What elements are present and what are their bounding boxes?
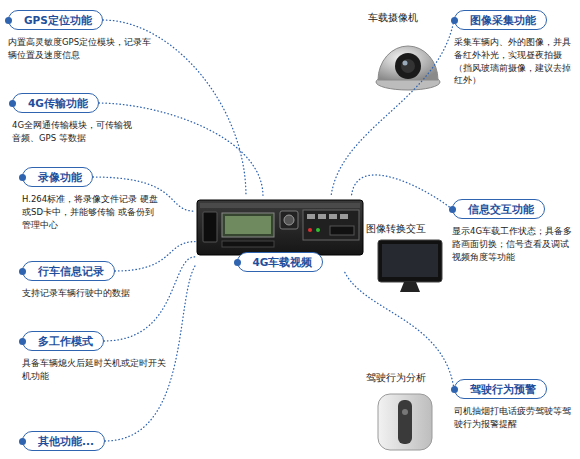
feature-title: 4G车载视频 [237,252,324,272]
feature-description: H.264标准，将录像文件记录 硬盘或SD卡中，并能够传输 或备份到管理中心 [22,193,160,231]
feature-description: 4G全网通传输模块，可传输视音频、GPS 等数据 [12,119,132,145]
dotted-connector [351,175,452,209]
feature-description: 采集车辆内、外的图像，并具备红外补光，实现昼夜拍摄（挡风玻璃前摄像，建议去掉红外… [454,36,572,87]
feature-title: 4G传输功能 [12,93,99,113]
feature-description: 具备车辆熄火后延时关机或定时开关机功能 [22,357,167,383]
monitor [378,240,442,292]
feature-node: 信息交互功能显示4G车载工作状态；具备多路画面切换；信号查看及调试视频角度等功能 [452,198,572,263]
driver-monitor-device [378,394,432,450]
feature-node: 录像功能 H.264标准，将录像文件记录 硬盘或SD卡中，并能够传输 或备份到管理… [22,166,160,231]
feature-description: 内置高灵敏度GPS定位模块，记录车辆位置及速度信息 [8,36,158,62]
feature-node: 图像采集功能采集车辆内、外的图像，并具备红外补光，实现昼夜拍摄（挡风玻璃前摄像，… [454,9,572,87]
feature-title: 驾驶行为预警 [454,379,547,399]
feature-title: 行车信息记录 [22,261,115,281]
dome-camera [376,46,440,90]
feature-description: 司机抽烟打电话疲劳驾驶等驾驶行为报警提醒 [454,405,572,431]
feature-node: 多工作模式具备车辆熄火后延时关机或定时开关机功能 [22,330,167,383]
feature-title: GPS定位功能 [8,10,103,30]
feature-title: 多工作模式 [22,331,104,351]
device-node: 4G车载视频 [195,196,365,272]
dotted-connector [345,272,454,389]
feature-description: 支持记录车辆行驶中的数据 [22,287,172,300]
product-label: 车载摄像机 [368,12,418,25]
feature-title: 其他功能... [22,431,105,451]
dotted-connector [99,103,263,196]
product-label: 驾驶行为分析 [366,372,426,385]
dvr-device [197,200,363,255]
feature-node: 其他功能... [22,430,142,451]
dotted-connector [115,242,195,271]
feature-node: 行车信息记录支持记录车辆行驶中的数据 [22,260,172,300]
feature-node: 驾驶行为预警司机抽烟打电话疲劳驾驶等驾驶行为报警提醒 [454,378,572,431]
feature-title: 录像功能 [22,167,93,187]
feature-title: 信息交互功能 [452,199,545,219]
feature-title: 图像采集功能 [454,10,547,30]
product-label: 图像转换交互 [366,223,426,236]
feature-description: 显示4G车载工作状态；具备多路画面切换；信号查看及调试视频角度等功能 [452,225,572,263]
dotted-connector [331,20,454,196]
feature-node: GPS定位功能内置高灵敏度GPS定位模块，记录车辆位置及速度信息 [8,9,158,62]
feature-node: 4G传输功能 4G全网通传输模块，可传输视音频、GPS 等数据 [12,92,132,145]
